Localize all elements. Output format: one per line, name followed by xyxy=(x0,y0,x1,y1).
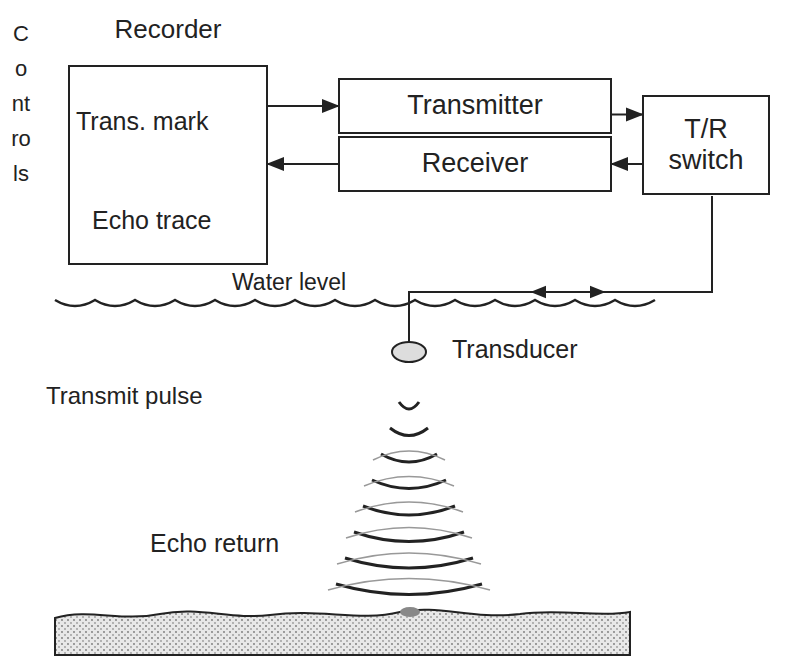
transmit-wave xyxy=(381,454,437,462)
process-box: Receiver xyxy=(338,136,612,192)
echo-spot xyxy=(400,607,420,617)
part-label: Echo return xyxy=(150,530,279,558)
echo-wave xyxy=(355,502,463,512)
transmit-wave xyxy=(399,402,419,409)
echo-wave xyxy=(346,528,472,539)
box-label: Transmitter xyxy=(346,90,604,121)
transmit-wave xyxy=(363,506,455,515)
signal-arrow xyxy=(612,114,642,116)
callout-label: Trans. mark xyxy=(76,108,208,136)
part-label: Transmit pulse xyxy=(46,383,203,409)
transmit-wave xyxy=(345,558,473,568)
signal-arrow xyxy=(612,163,642,165)
water-surface xyxy=(55,300,655,306)
box-label: T/R switch xyxy=(650,114,762,176)
box-label: Receiver xyxy=(346,148,604,179)
echo-wave xyxy=(328,579,490,591)
box-heading: Recorder xyxy=(70,15,266,45)
transmit-wave xyxy=(354,532,464,542)
part-label: Transducer xyxy=(452,336,578,364)
process-box: T/R switch xyxy=(642,95,770,195)
callout-label: Echo trace xyxy=(92,207,212,235)
echo-wave xyxy=(364,477,454,487)
water-level-label: Water level xyxy=(232,270,346,295)
controls-label: Controls xyxy=(10,16,32,191)
sound-waves xyxy=(328,402,490,595)
transmit-wave xyxy=(372,480,446,489)
transducer-symbol xyxy=(392,342,426,362)
transmit-wave xyxy=(390,428,428,436)
signal-arrow xyxy=(532,291,560,293)
process-box: Transmitter xyxy=(338,78,612,134)
signal-arrow xyxy=(268,105,338,107)
transmit-wave xyxy=(336,584,482,595)
signal-arrow xyxy=(575,291,604,293)
transducer-cable xyxy=(409,196,712,342)
recorder-box: Recorder xyxy=(68,65,268,265)
seabed xyxy=(55,610,630,655)
signal-arrow xyxy=(268,163,338,165)
echo-wave xyxy=(337,553,481,564)
echo-wave xyxy=(373,451,445,460)
